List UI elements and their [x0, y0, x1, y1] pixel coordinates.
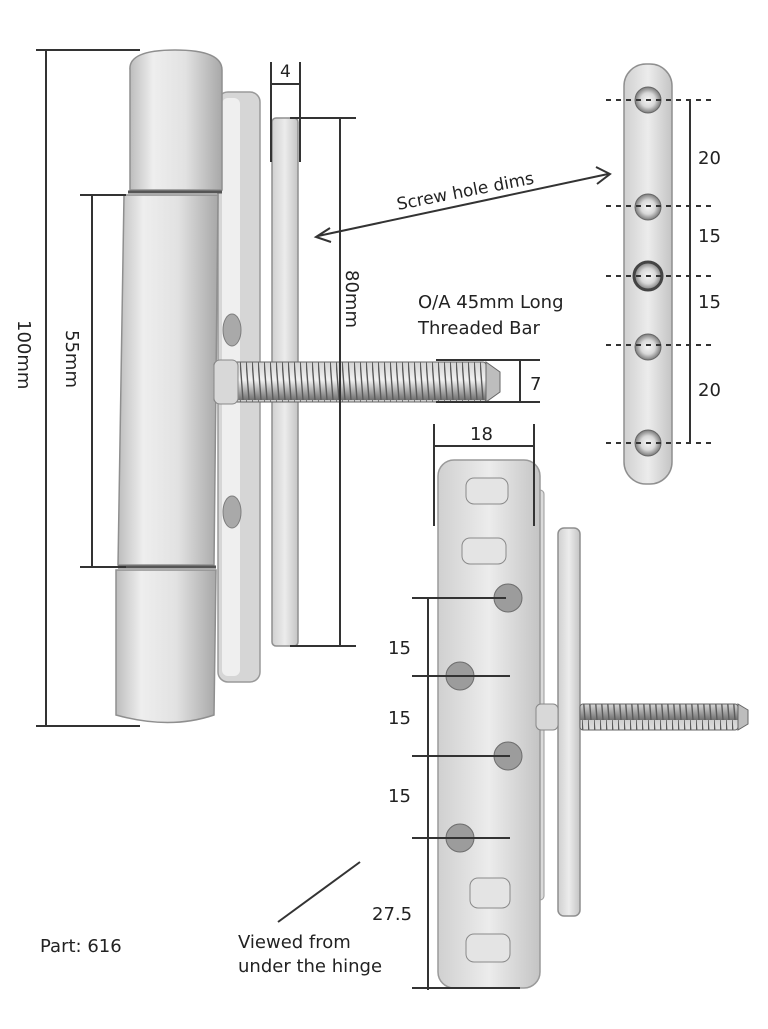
dim-plate-thickness: 4	[280, 62, 291, 82]
hinge-side-view	[115, 49, 501, 724]
block-spacing-4: 27.5	[372, 904, 412, 925]
leaf-slot-icon	[222, 495, 242, 529]
threaded-bar-label-line2: Threaded Bar	[417, 318, 541, 339]
under-bar-collar	[535, 703, 559, 731]
dimension-lines	[36, 49, 716, 990]
block-slot-icon	[469, 877, 511, 909]
threaded-bar-tip	[485, 361, 501, 403]
dim-plate-length: 80mm	[341, 270, 362, 328]
dim-overall-length: 100mm	[13, 320, 34, 389]
viewed-label-line1: Viewed from	[238, 932, 351, 953]
hinge-under-view	[437, 459, 749, 989]
under-front-plate	[557, 527, 581, 917]
leaf-slot-icon	[222, 313, 242, 347]
block-spacing-2: 15	[388, 708, 411, 729]
barrel-bottom	[115, 569, 217, 724]
strip-spacing-3: 15	[698, 292, 721, 313]
threaded-bar-collar	[213, 359, 239, 405]
block-slot-icon	[461, 537, 507, 565]
strip-spacing-1: 20	[698, 148, 721, 169]
dim-block-width: 18	[470, 424, 493, 445]
block-slot-icon	[465, 477, 509, 505]
screw-hole-dims-label: Screw hole dims	[395, 169, 536, 215]
threaded-bar-label-line1: O/A 45mm Long	[418, 292, 564, 313]
threaded-bar	[213, 361, 487, 403]
screw-hole-plate	[623, 63, 673, 485]
viewed-label-line2: under the hinge	[238, 956, 382, 977]
strip-spacing-2: 15	[698, 226, 721, 247]
under-threaded-bar-tip	[737, 703, 749, 731]
block-slot-icon	[465, 933, 511, 963]
block-spacing-3: 15	[388, 786, 411, 807]
dim-bar-diameter: 7	[530, 374, 541, 395]
under-threaded-bar	[579, 703, 739, 731]
dim-barrel-segment: 55mm	[61, 330, 82, 388]
strip-spacing-4: 20	[698, 380, 721, 401]
barrel-top-cap	[129, 49, 223, 191]
part-number: Part: 616	[40, 936, 122, 957]
barrel-middle	[117, 194, 219, 566]
block-spacing-1: 15	[388, 638, 411, 659]
screw-hole-icon	[634, 333, 662, 361]
